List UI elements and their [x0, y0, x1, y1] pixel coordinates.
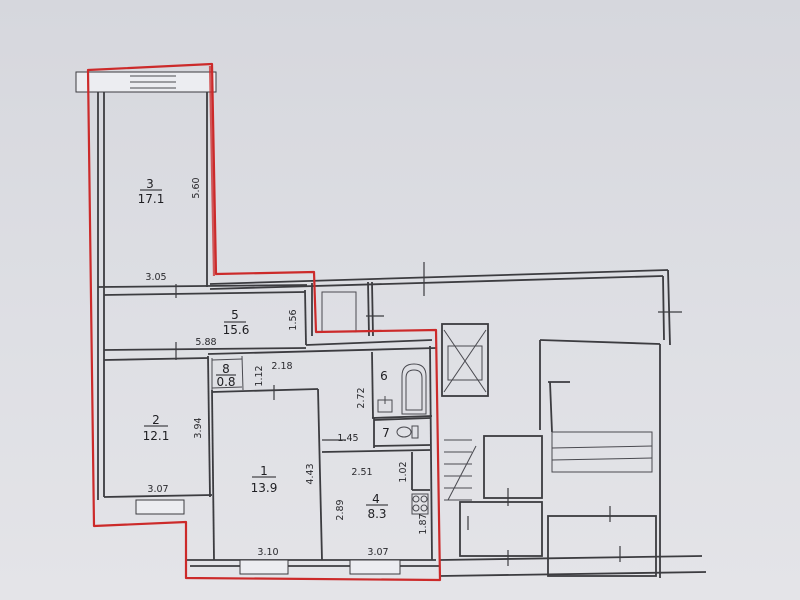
dim-room-8-depth: 1.12: [254, 365, 265, 386]
dim-room-1-width: 3.10: [257, 547, 278, 558]
window-room-1: [239, 559, 289, 575]
window-room-4: [349, 559, 401, 575]
room-8-area: 0.8: [216, 375, 235, 389]
room-6-number: 6: [380, 369, 388, 383]
apartment-walls: [97, 87, 682, 567]
ventilation-shaft-icon: [321, 291, 357, 333]
elevator-shaft: [441, 323, 489, 397]
room-7-number: 7: [382, 426, 390, 440]
apartment-outline-inner: [208, 65, 216, 277]
dim-room-2-width: 3.07: [147, 484, 168, 495]
dim-room-5-width: 5.88: [195, 337, 216, 348]
room-5-number: 5: [231, 308, 239, 322]
dim-room-4-nook: 1.02: [398, 461, 409, 482]
room-5-area: 15.6: [223, 323, 250, 337]
dim-room-4-width: 3.07: [367, 547, 388, 558]
room-1-number: 1: [260, 464, 268, 478]
dimension-labels: 5.60 3.05 1.56 5.88 2.18 1.12 2.72 1.45 …: [145, 177, 429, 558]
room-3-area: 17.1: [138, 192, 165, 206]
dim-room-3-width: 3.05: [145, 272, 166, 283]
dim-room-3-height: 5.60: [191, 177, 202, 198]
dim-room-5-depth: 1.56: [288, 309, 299, 330]
room-2-number: 2: [152, 413, 160, 427]
toilet-icon: [396, 426, 412, 438]
dim-room-2-depth: 3.94: [193, 417, 204, 438]
room-4-number: 4: [372, 492, 380, 506]
room-3-number: 3: [146, 177, 154, 191]
room-2-area: 12.1: [143, 429, 170, 443]
room-8-number: 8: [222, 362, 230, 376]
room-4-area: 8.3: [367, 507, 386, 521]
dim-room-4-depth: 2.89: [335, 499, 346, 520]
room-1-area: 13.9: [251, 481, 278, 495]
stairwell-area: [439, 323, 707, 578]
dim-room-7-width: 1.45: [337, 433, 358, 444]
windows: [75, 71, 401, 575]
dim-room-4-width-top: 2.51: [351, 467, 372, 478]
dim-room-1-depth: 4.43: [305, 463, 316, 484]
dim-room-4-side: 1.87: [418, 513, 429, 534]
dim-room-6-depth: 2.72: [356, 387, 367, 408]
window-room-2: [135, 499, 185, 515]
bathtub-icon: [401, 363, 427, 415]
stove-icon: [411, 493, 429, 515]
dim-room-8-width: 2.18: [271, 361, 292, 372]
fixtures: [321, 291, 429, 515]
apartment-outline: [86, 62, 442, 582]
room-labels: 3 17.1 5 15.6 8 0.8 2 12.1 1 13.9 6 7 4 …: [138, 177, 390, 521]
